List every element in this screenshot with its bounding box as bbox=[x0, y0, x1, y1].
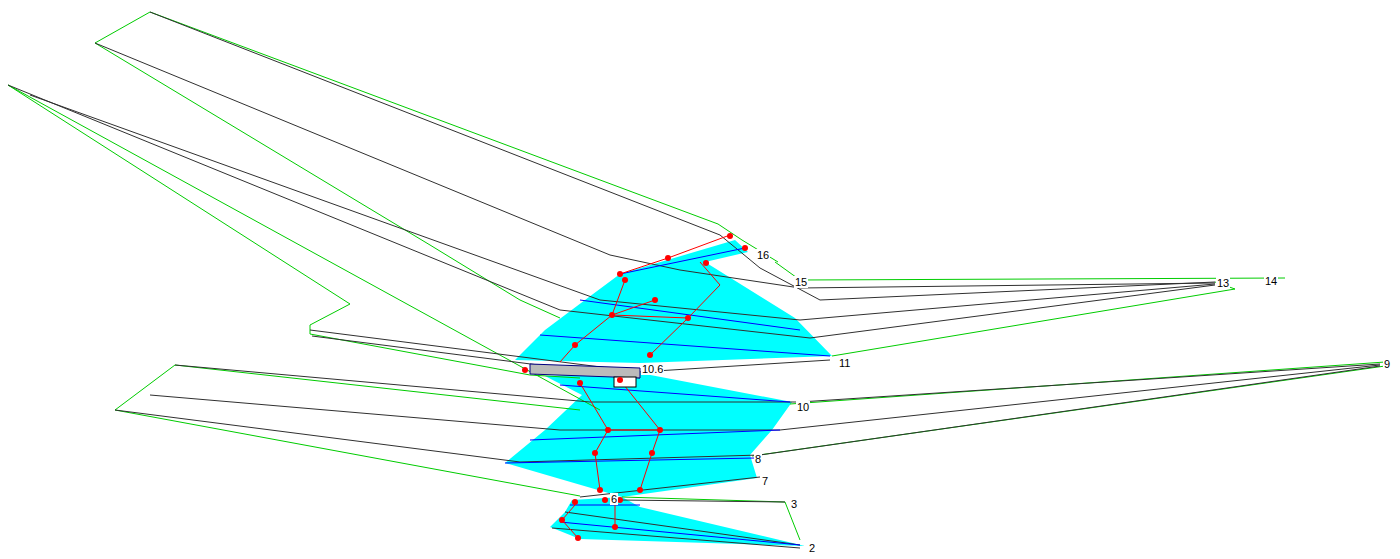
cross-section-number: 16 bbox=[756, 249, 770, 261]
cross-section-number: 13 bbox=[1216, 277, 1230, 289]
cross-section-number: 8 bbox=[754, 453, 762, 465]
cross-section-number: 2 bbox=[808, 542, 816, 554]
node-dot bbox=[522, 233, 748, 541]
cross-section-number: 15 bbox=[794, 276, 808, 288]
cross-section-number: 10.6 bbox=[641, 363, 664, 375]
cross-section-number: 14 bbox=[1264, 275, 1278, 287]
boundary-line bbox=[8, 12, 1385, 540]
cross-section-number: 9 bbox=[1383, 358, 1391, 370]
cross-section-number: 10 bbox=[796, 401, 810, 413]
cross-section-number: 3 bbox=[790, 498, 798, 510]
water-surface-line bbox=[505, 248, 830, 545]
cross-section-number: 7 bbox=[761, 475, 769, 487]
cross-section-number: 11 bbox=[838, 357, 851, 369]
cross-section-number: 6 bbox=[610, 493, 618, 505]
bridge-structure bbox=[530, 364, 640, 387]
flow-path-line bbox=[560, 235, 730, 538]
cross-section-line bbox=[8, 12, 1380, 548]
